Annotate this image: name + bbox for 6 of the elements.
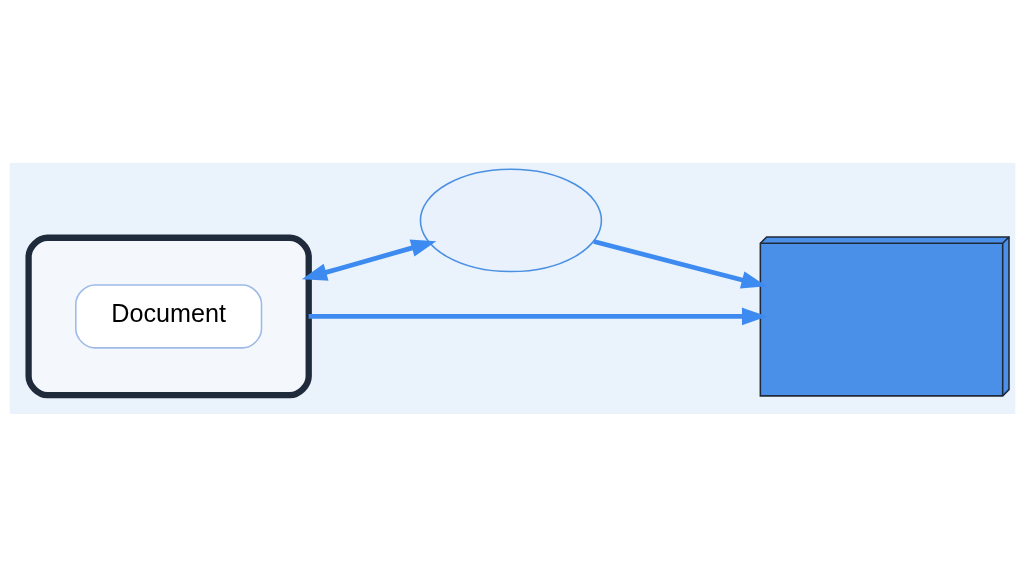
arrow [301,239,436,281]
cluster [24,234,312,398]
node-box: Document [74,283,262,349]
arrow [308,307,767,325]
arrow [592,238,767,288]
node-cloud [419,168,602,272]
